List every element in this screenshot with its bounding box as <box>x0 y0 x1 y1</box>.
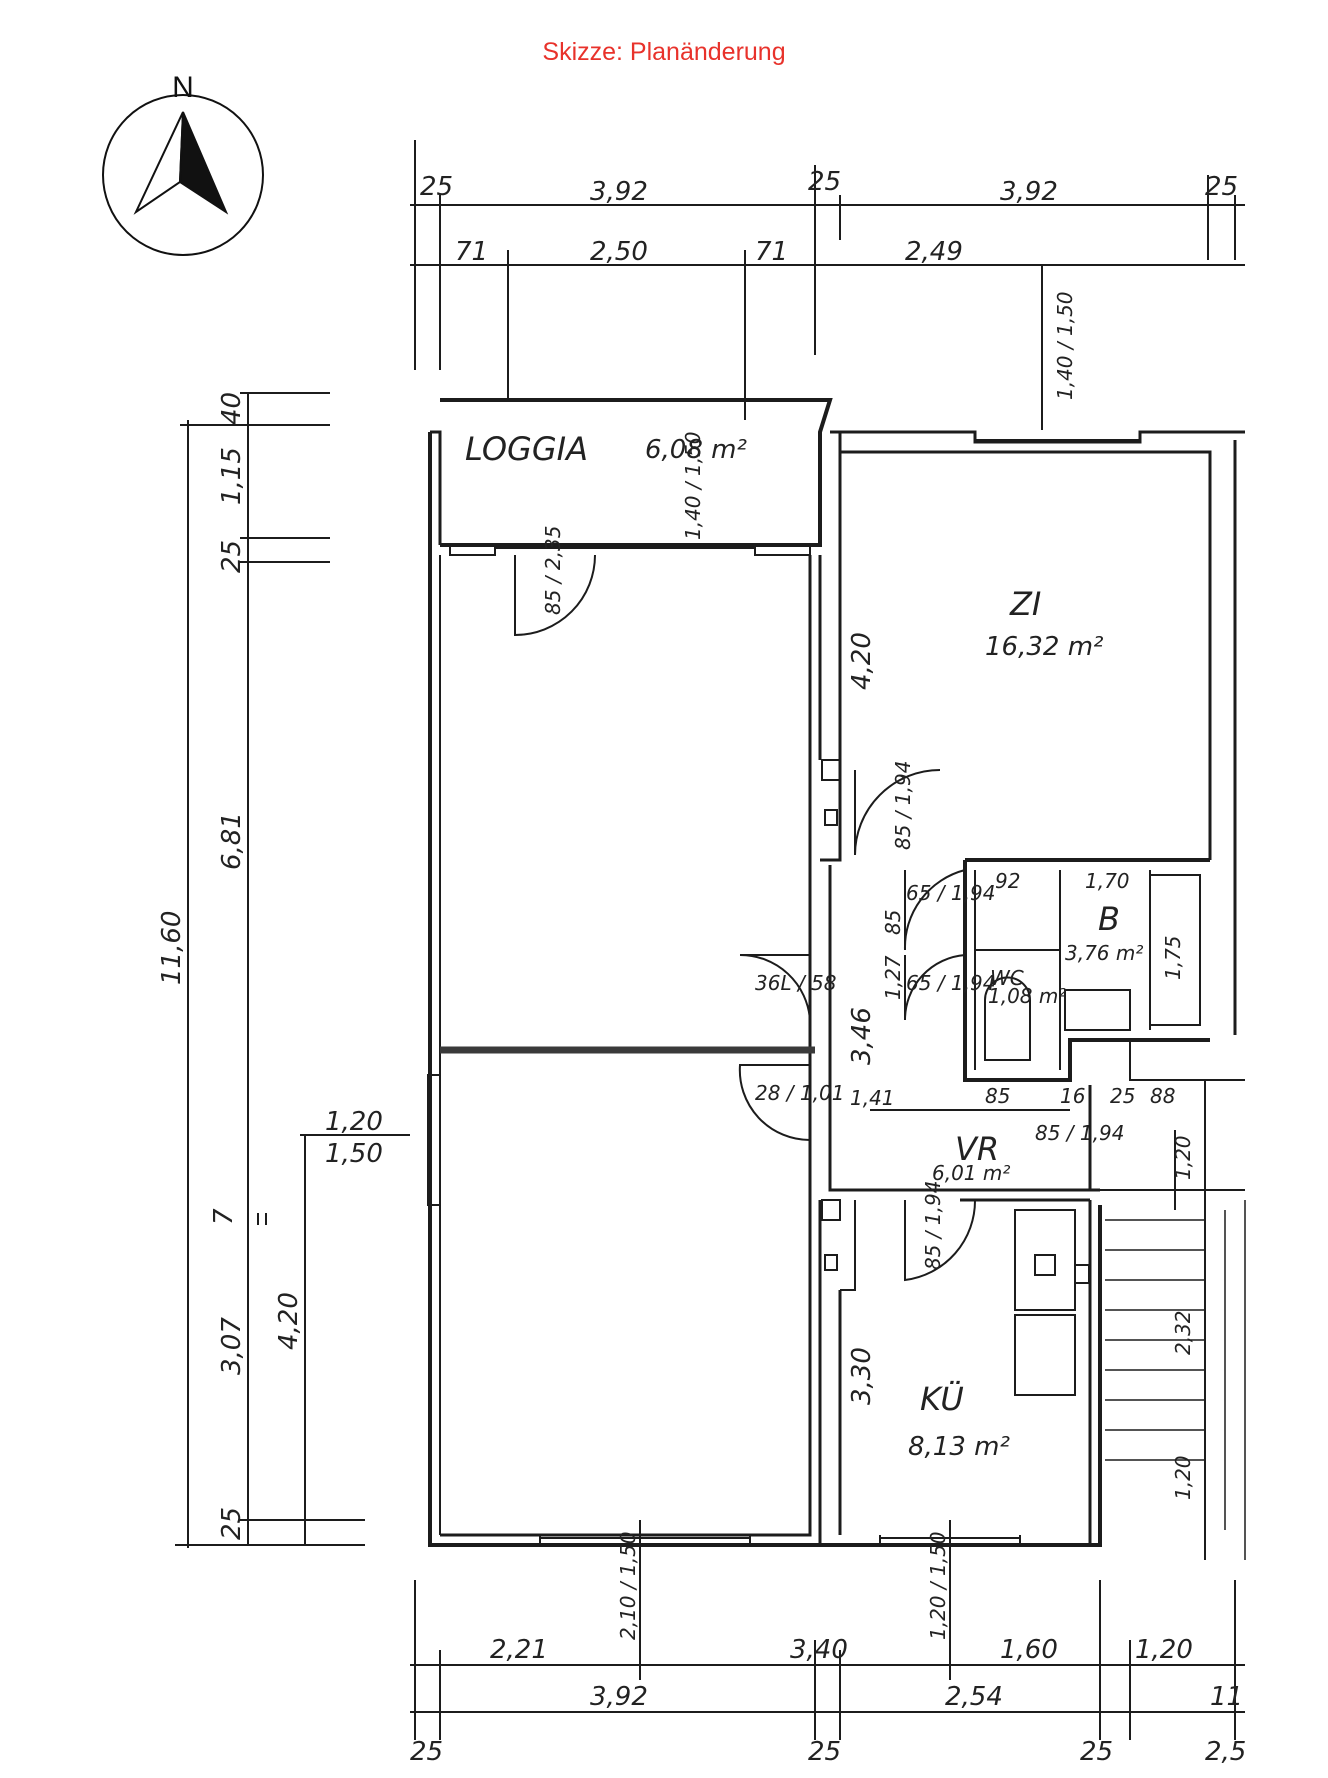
dim-top-r1-1: 3,92 <box>590 177 648 207</box>
dim-left-seg-5: 3,07 <box>217 1317 247 1375</box>
dim-top-r1-3: 3,92 <box>1000 177 1058 207</box>
walls <box>427 398 1246 1560</box>
dim-top-r2-2: 71 <box>755 237 788 267</box>
room-bad-name: B <box>1098 900 1120 938</box>
dim-wc-door: 65 / 1,94 <box>906 971 995 995</box>
left-dimension-lines <box>175 392 410 1548</box>
dim-loggia-door: 1,40 / 1,50 <box>681 431 705 540</box>
dim-top-r1-2: 25 <box>808 167 841 197</box>
dim-zi-depth: 4,20 <box>847 632 877 690</box>
dim-vr-w4: 25 <box>1110 1084 1135 1108</box>
dim-left-door-a: 36L / 58 <box>755 971 837 995</box>
dim-top-r2-0: 71 <box>455 237 488 267</box>
dim-bottom-r2-1: 2,54 <box>945 1682 1003 1712</box>
top-dimension-lines <box>410 140 1245 430</box>
dim-left-door-b: 28 / 1,01 <box>755 1081 844 1105</box>
dim-vr-w2: 85 <box>985 1084 1010 1108</box>
room-zimmer-name: ZI <box>1009 585 1041 623</box>
dim-left-total: 11,60 <box>157 911 187 985</box>
dim-left-seg-6: 25 <box>217 1507 247 1540</box>
dim-bottom-r3-1: 25 <box>808 1737 841 1767</box>
dim-loggia-swing: 85 / 2,35 <box>541 526 565 615</box>
dim-top-r1-4: 25 <box>1205 172 1238 202</box>
north-arrow-icon: N <box>102 72 264 256</box>
dim-bad-door: 65 / 1,94 <box>906 881 995 905</box>
dim-left-height-b: 4,20 <box>274 1292 304 1350</box>
dim-bottom-r3-3: 2,5 <box>1205 1737 1246 1767</box>
dim-vr-w1: 1,41 <box>850 1086 895 1110</box>
room-bad-area: 3,76 m² <box>1065 941 1143 965</box>
dim-stair-2: 2,32 <box>1171 1310 1195 1355</box>
dim-left-window-b: 1,50 <box>325 1139 383 1169</box>
dim-zi-door: 85 / 1,94 <box>891 761 915 850</box>
dim-bottom-r3-2: 25 <box>1080 1737 1113 1767</box>
dim-top-r1-0: 25 <box>420 172 453 202</box>
dim-bottom-window-r: 1,20 / 1,50 <box>926 1531 950 1640</box>
dim-left-window-a: 1,20 <box>325 1107 383 1137</box>
dim-bottom-r1-0: 2,21 <box>490 1635 548 1665</box>
dim-vr-door: 85 / 1,94 <box>1035 1121 1124 1145</box>
dim-bad-h: 1,75 <box>1161 935 1185 980</box>
dim-stair-3: 1,20 <box>1171 1455 1195 1500</box>
dim-vr-h2: 1,27 <box>881 955 905 1000</box>
dim-zi-window: 1,40 / 1,50 <box>1053 291 1077 400</box>
room-zimmer-area: 16,32 m² <box>985 632 1103 662</box>
room-loggia-area: 6,08 m² <box>645 435 747 465</box>
bathroom-fixtures <box>984 874 1201 1061</box>
room-loggia-name: LOGGIA <box>465 430 588 468</box>
dim-bottom-r2-2: 11 <box>1210 1682 1243 1712</box>
dim-bottom-r1-1: 3,40 <box>790 1635 848 1665</box>
dim-top-r2-1: 2,50 <box>590 237 648 267</box>
kitchen-fixtures <box>1014 1209 1076 1396</box>
room-wc-name: WC <box>990 966 1024 990</box>
dim-bottom-r2-0: 3,92 <box>590 1682 648 1712</box>
room-vorraum-area: 6,01 m² <box>932 1161 1010 1185</box>
dim-kue-h: 3,30 <box>847 1347 877 1405</box>
room-kueche-name: KÜ <box>920 1380 964 1418</box>
dim-left-seg-0: 40 <box>217 392 247 425</box>
page-title: Skizze: Planänderung <box>542 38 786 66</box>
dim-left-seg-3: 6,81 <box>217 812 247 870</box>
room-kueche-area: 8,13 m² <box>908 1432 1010 1462</box>
dim-vr-w5: 88 <box>1150 1084 1175 1108</box>
dim-bottom-window-l: 2,10 / 1,50 <box>616 1531 640 1640</box>
dim-bottom-r1-3: 1,20 <box>1135 1635 1193 1665</box>
dim-bottom-r1-2: 1,60 <box>1000 1635 1058 1665</box>
dim-vr-h1: 85 <box>881 910 905 935</box>
dim-kue-door: 85 / 1,94 <box>921 1181 945 1270</box>
dim-bottom-r3-0: 25 <box>410 1737 443 1767</box>
bottom-dimension-lines <box>410 1520 1245 1740</box>
dim-vr-w3: 16 <box>1060 1084 1085 1108</box>
dim-left-seg-2: 25 <box>217 540 247 573</box>
dim-left-seg-4: 7 <box>209 1208 239 1225</box>
dim-left-seg-1: 1,15 <box>217 447 247 505</box>
dim-top-r2-3: 2,49 <box>905 237 963 267</box>
dim-bad-w2: 1,70 <box>1085 869 1130 893</box>
compass-label: N <box>172 72 194 104</box>
door-swings <box>514 554 977 1282</box>
dim-bad-w1: 92 <box>995 869 1020 893</box>
room-wc-area: 1,08 m² <box>988 984 1066 1008</box>
dim-stair-1: 1,20 <box>1171 1135 1195 1180</box>
room-vorraum-name: VR <box>955 1130 999 1168</box>
dim-vr-h3: 3,46 <box>847 1007 877 1065</box>
